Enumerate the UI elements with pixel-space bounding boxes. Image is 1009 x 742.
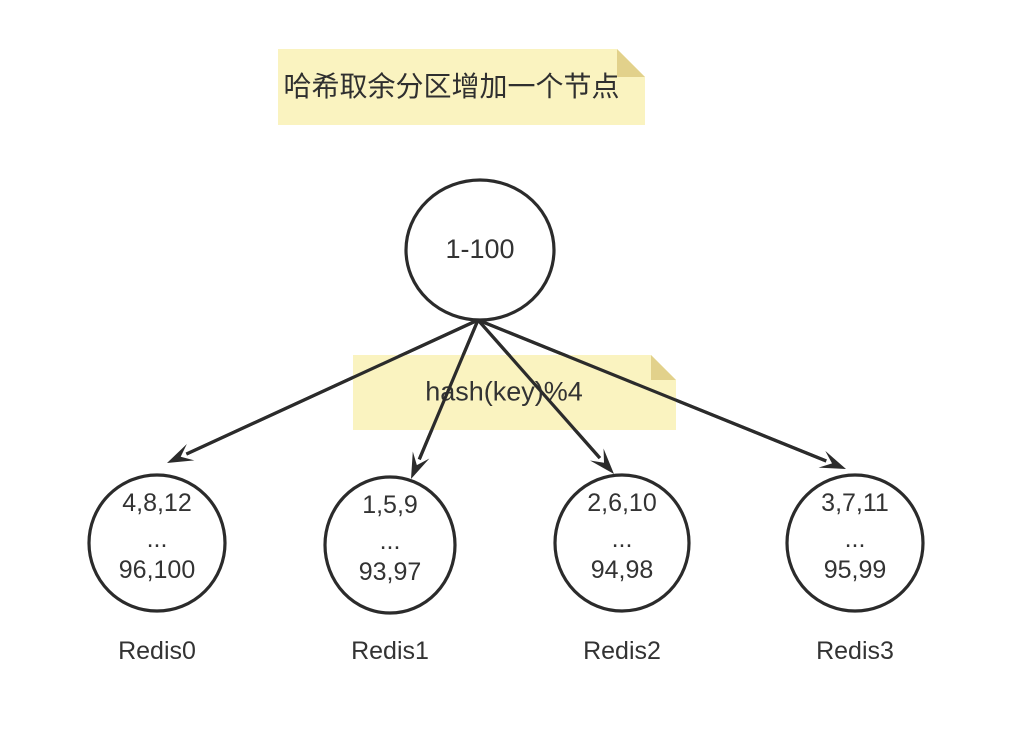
leaf-node-text-line: ... <box>147 525 168 553</box>
leaf-node-caption-redis2: Redis2 <box>583 637 661 665</box>
edge-note-body <box>353 355 676 430</box>
leaf-node-text-line: 4,8,12 <box>122 489 192 517</box>
leaf-node-text-line: ... <box>380 527 401 555</box>
title-note-fold-corner <box>617 49 645 77</box>
leaf-node-text-line: 95,99 <box>824 556 887 584</box>
leaf-node-circle-redis1[interactable] <box>323 475 457 615</box>
leaf-node-text-line: 2,6,10 <box>587 489 657 517</box>
arrow-head-redis2 <box>590 448 614 474</box>
leaf-node-text-line: 94,98 <box>591 556 654 584</box>
leaf-node-circle-redis3[interactable] <box>785 473 925 613</box>
leaf-node-text-line: 1,5,9 <box>362 491 418 519</box>
leaf-node-text-line: 96,100 <box>119 556 195 584</box>
leaf-node-circle-redis2[interactable] <box>553 473 691 613</box>
arrow-head-redis3 <box>818 450 846 469</box>
edges-group-overlay <box>185 318 827 463</box>
arrow-head-redis1 <box>411 451 430 479</box>
edge-line-overlay-redis0 <box>185 318 479 456</box>
edge-line-overlay-redis3 <box>477 318 827 463</box>
title-note-body <box>278 49 645 125</box>
root-node[interactable]: 1-100 <box>404 178 556 322</box>
arrowheads-group <box>167 443 846 479</box>
leaf-node-caption-redis3: Redis3 <box>816 637 894 665</box>
edge-note-fold-corner <box>651 355 676 380</box>
leaf-node-caption-redis1: Redis1 <box>351 637 429 665</box>
leaf-node-circle-redis0[interactable] <box>87 473 227 613</box>
leaf-node-text-line: 3,7,11 <box>821 489 889 517</box>
root-node-label: 1-100 <box>445 234 514 264</box>
title-note: 哈希取余分区增加一个节点 <box>278 49 645 125</box>
edge-note: hash(key)%4 <box>353 355 676 430</box>
leaf-node-text-line: ... <box>612 525 633 553</box>
edge-line-overlay-redis2 <box>476 318 602 460</box>
root-node-circle[interactable] <box>404 178 556 322</box>
arrow-head-redis0 <box>167 443 195 463</box>
leaf-node-text-line: 93,97 <box>359 558 422 586</box>
title-note-label: 哈希取余分区增加一个节点 <box>283 70 619 103</box>
leaf-node-caption-redis0: Redis0 <box>118 637 196 665</box>
leaf-node-text-line: ... <box>845 525 866 553</box>
edge-line-overlay-redis1 <box>417 319 480 460</box>
